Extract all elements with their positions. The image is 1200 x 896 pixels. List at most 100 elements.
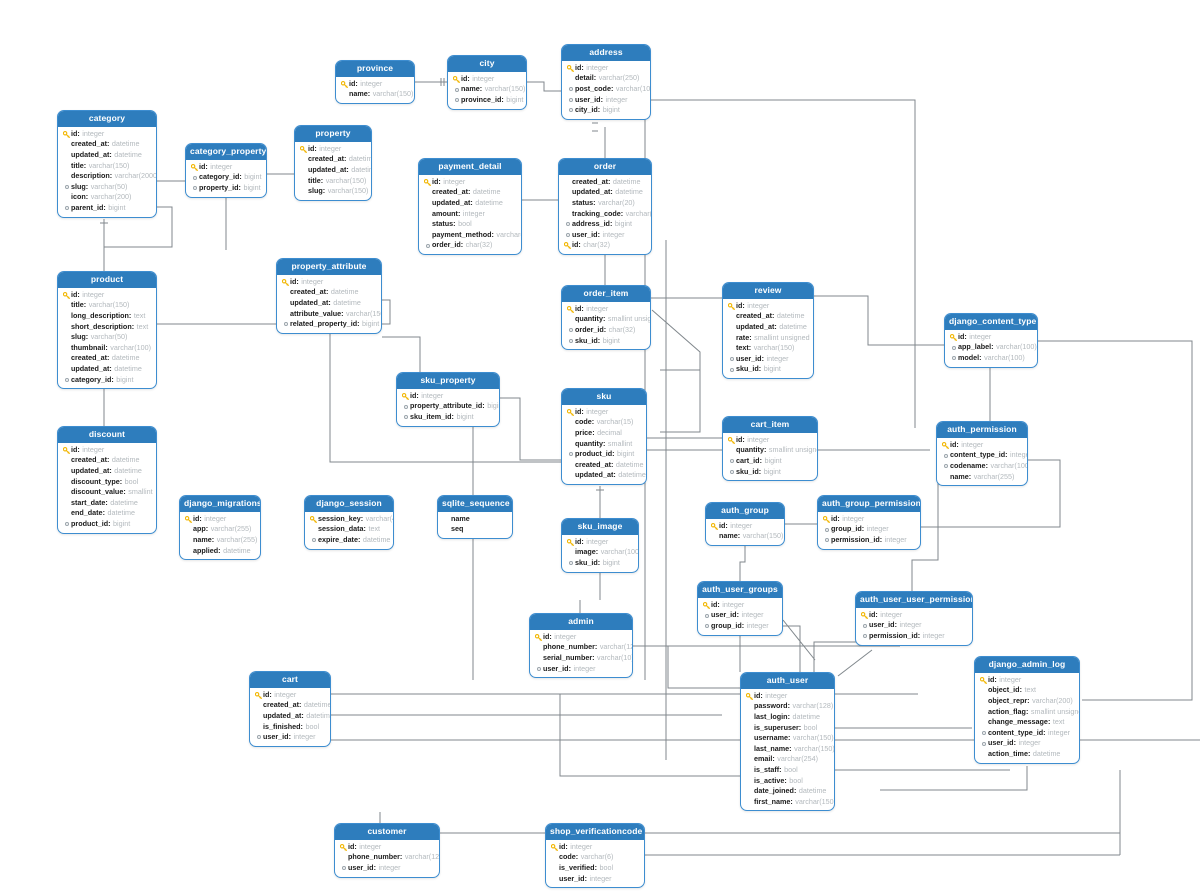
- field-row-sku-product_id: product_id:bigint: [566, 449, 642, 460]
- field-row-auth_user-is_active: is_active:bool: [745, 776, 830, 787]
- field-name: title: [71, 160, 84, 170]
- field-name: attribute_value: [290, 308, 342, 318]
- field-type: integer: [961, 439, 984, 449]
- field-separator: :: [779, 764, 782, 774]
- foreign-key-icon: [401, 415, 410, 420]
- field-row-sku_image-image: image:varchar(100): [566, 547, 638, 558]
- er-table-django_session[interactable]: django_session session_key:varchar(40)se…: [304, 495, 394, 550]
- field-separator: :: [894, 620, 897, 630]
- field-name: image: [575, 547, 596, 557]
- field-name: content_type_id: [988, 727, 1044, 737]
- field-separator: :: [620, 208, 624, 218]
- field-separator: :: [610, 83, 614, 93]
- primary-key-icon: [727, 436, 736, 444]
- field-type: datetime: [114, 149, 142, 159]
- field-separator: :: [357, 534, 361, 544]
- field-type: integer: [82, 128, 105, 138]
- er-table-title-django_admin_log: django_admin_log: [975, 657, 1079, 673]
- field-separator: :: [790, 796, 793, 806]
- field-row-sku_property-id: id:integer: [401, 391, 495, 402]
- field-type: varchar(150): [792, 733, 834, 743]
- foreign-key-icon: [979, 741, 988, 746]
- field-name: code: [575, 417, 592, 427]
- field-row-sku-id: id:integer: [566, 407, 642, 418]
- foreign-key-icon: [566, 87, 575, 92]
- field-row-discount-discount_value: discount_value:smallint: [62, 487, 153, 498]
- field-name: name: [461, 84, 480, 94]
- field-type: integer: [360, 78, 383, 88]
- field-name: long_description: [71, 310, 129, 320]
- field-type: integer: [301, 276, 324, 286]
- field-name: content_type_id: [950, 450, 1006, 460]
- field-separator: :: [83, 160, 87, 170]
- field-name: id: [988, 674, 995, 684]
- er-table-admin[interactable]: admin id:integerphone_number:varchar(128…: [529, 613, 633, 679]
- field-type: char(32): [583, 240, 611, 250]
- field-name: sku_id: [736, 364, 759, 374]
- foreign-key-icon: [452, 87, 461, 92]
- field-type: bigint: [108, 202, 126, 212]
- field-type: smallint unsigned: [754, 332, 810, 342]
- field-name: user_id: [543, 663, 569, 673]
- primary-key-icon: [339, 843, 348, 851]
- field-separator: :: [597, 557, 601, 567]
- field-separator: :: [205, 524, 209, 534]
- field-type: varchar(255): [216, 534, 258, 544]
- field-separator: :: [363, 524, 366, 534]
- field-type: varchar(100): [600, 547, 639, 557]
- field-type: bool: [458, 219, 472, 229]
- field-name: password: [754, 701, 788, 711]
- field-separator: :: [592, 427, 595, 437]
- field-separator: :: [607, 176, 611, 186]
- field-separator: :: [354, 841, 357, 851]
- foreign-key-icon: [860, 623, 869, 628]
- field-row-payment_detail-payment_method: payment_method:varchar(50): [423, 230, 521, 241]
- foreign-key-icon: [190, 175, 199, 180]
- field-row-auth_permission-content_type_id: content_type_id:integer: [941, 450, 1027, 461]
- field-type: integer: [274, 689, 297, 699]
- field-name: id: [348, 841, 355, 851]
- field-name: end_date: [71, 508, 103, 518]
- er-table-title-product: product: [58, 272, 156, 288]
- er-table-title-sku_property: sku_property: [397, 373, 499, 389]
- field-name: id: [831, 513, 838, 523]
- er-table-property[interactable]: property id:integercreated_at:datetimeup…: [294, 125, 372, 201]
- primary-key-icon: [340, 80, 349, 88]
- field-separator: :: [320, 175, 324, 185]
- field-type: integer: [472, 73, 495, 83]
- field-row-order-status: status:varchar(20): [563, 198, 647, 209]
- field-name: id: [71, 289, 78, 299]
- field-separator: :: [964, 331, 967, 341]
- field-type: integer: [359, 841, 382, 851]
